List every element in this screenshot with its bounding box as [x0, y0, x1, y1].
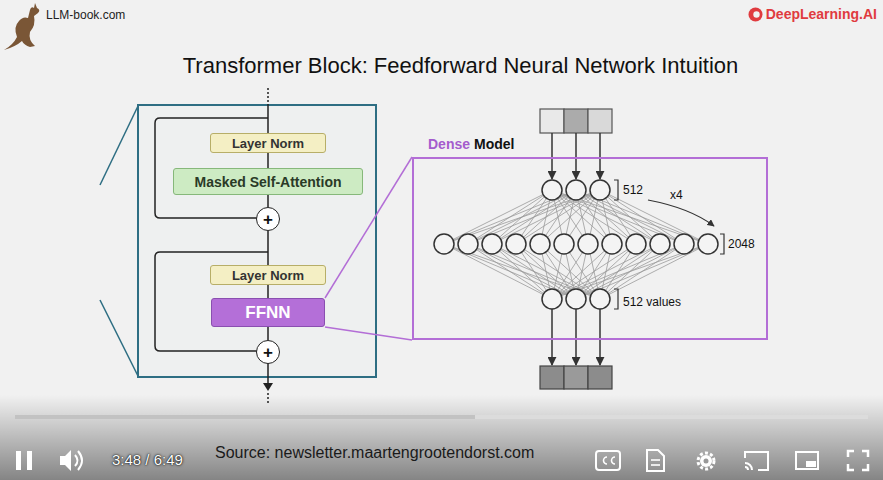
multiplier-label-group: x4 [670, 188, 683, 202]
panel-title: Dense [428, 136, 470, 152]
layer-norm-box: Layer Norm [210, 265, 326, 285]
flow-line [267, 153, 269, 168]
transformer-block-frame [100, 105, 376, 377]
site-name-group: LLM-book.com [46, 8, 125, 22]
brand-icon-core [753, 11, 759, 17]
player-shade [0, 395, 883, 480]
dimension-label-group: 512 values [623, 295, 681, 309]
dense-model-panel: DenseModel [412, 157, 768, 340]
zoom-line [325, 327, 412, 340]
flow-arrowhead [263, 383, 273, 391]
layer-norm-box: Layer Norm [210, 133, 326, 153]
add-circle: + [256, 340, 280, 364]
vector-arrows [552, 133, 600, 365]
dimension-brackets [614, 180, 724, 309]
network-weights [444, 190, 708, 299]
dimension-label-group: 2048 [728, 237, 755, 251]
site-name: LLM-book.com [46, 8, 125, 22]
dimension-label: 512 [623, 183, 643, 197]
playback-time-group: 3:48 / 6:49 [112, 451, 183, 468]
panel-title: Model [474, 136, 514, 152]
box-label: + [263, 344, 273, 361]
dimension-label: 2048 [728, 237, 755, 251]
neurons [434, 180, 718, 309]
output-vector [540, 366, 612, 389]
kangaroo-logo [4, 3, 39, 50]
source-caption: Source: newsletter.maartengrootendorst.c… [215, 443, 534, 462]
ffnn-box: FFNN [211, 298, 325, 327]
box-label: Masked Self-Attention [194, 174, 341, 190]
slide-title: Transformer Block: Feedforward Neural Ne… [38, 53, 883, 79]
input-vector [540, 109, 612, 133]
flow-line [267, 285, 269, 298]
box-label: + [263, 211, 273, 228]
multiplier-label: x4 [670, 188, 683, 202]
flow-line [267, 231, 269, 265]
playback-time: 3:48 / 6:49 [112, 451, 183, 468]
add-circle: + [256, 207, 280, 231]
attention-box: Masked Self-Attention [173, 168, 363, 195]
brand-icon-ring [748, 7, 762, 21]
dimension-label: 512 values [623, 295, 681, 309]
flow-line [267, 327, 269, 340]
box-label: Layer Norm [232, 268, 304, 283]
box-label: Layer Norm [232, 136, 304, 151]
dimension-label-group: 512 [623, 183, 643, 197]
brand-name: DeepLearning.AI [766, 6, 877, 22]
panel-heading: DenseModel [428, 136, 514, 152]
brand-name-group: DeepLearning.AI [748, 6, 877, 22]
box-label: FFNN [245, 303, 290, 322]
progress-bar [15, 415, 868, 419]
brand-icon [748, 7, 763, 22]
flow-line [267, 195, 269, 207]
